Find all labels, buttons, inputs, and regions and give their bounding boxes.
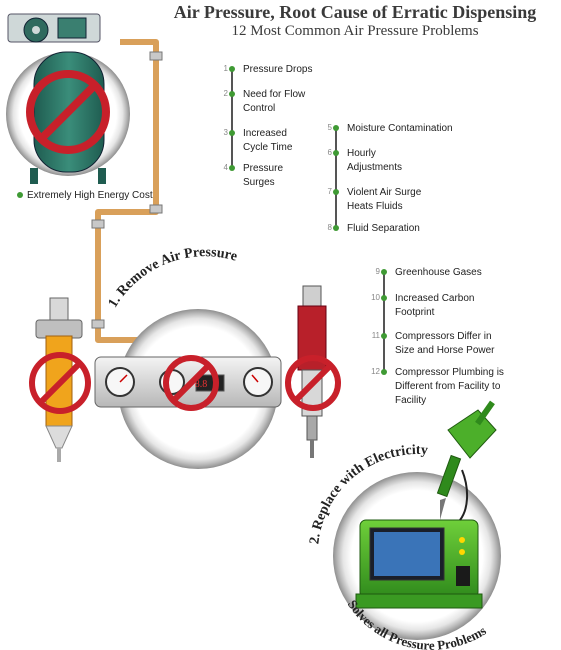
problem-text: Compressors Differ in Size and Horse Pow…: [395, 331, 495, 356]
valve-prohibition-icon: [285, 355, 341, 411]
problem-number: 2: [223, 89, 228, 98]
electric-dispenser: [355, 519, 483, 609]
energy-note-bullet: [17, 192, 23, 199]
problem-dot: [229, 66, 235, 72]
problem-dot: [229, 130, 235, 136]
problem-group-3-line: [383, 272, 385, 372]
problem-number: 8: [327, 223, 332, 232]
problem-number: 5: [327, 123, 332, 132]
problem-dot: [381, 333, 387, 339]
problem-text: Pressure Surges: [243, 163, 284, 188]
pipe-fittings: [91, 51, 163, 329]
problem-text: Compressor Plumbing is Different from Fa…: [395, 367, 504, 406]
problem-number: 7: [327, 187, 332, 196]
problem-text: Hourly Adjustments: [347, 148, 403, 173]
problem-dot: [381, 369, 387, 375]
problem-text: Increased Cycle Time: [243, 128, 293, 153]
problem-number: 10: [371, 293, 380, 302]
problem-text: Greenhouse Gases: [395, 267, 482, 278]
problem-number: 6: [327, 148, 332, 157]
syringe-prohibition-icon: [29, 352, 91, 414]
problem-text: Need for Flow Control: [243, 89, 306, 114]
problem-text: Fluid Separation: [347, 223, 420, 234]
problem-text: Pressure Drops: [243, 64, 313, 75]
problem-number: 11: [371, 331, 380, 340]
problem-group-2-line: [335, 128, 337, 230]
problem-dot: [333, 125, 339, 131]
air-pipe: [95, 39, 190, 343]
problem-dot: [333, 225, 339, 231]
problem-dot: [333, 189, 339, 195]
regulator-display: 8.8: [195, 379, 208, 390]
electric-valve: [436, 400, 497, 521]
problem-dot: [333, 150, 339, 156]
energy-note-text: Extremely High Energy Cost: [27, 190, 153, 201]
problem-text: Moisture Contamination: [347, 123, 453, 134]
regulator-prohibition-icon: [163, 355, 219, 411]
diagram-title: Air Pressure, Root Cause of Erratic Disp…: [173, 2, 537, 22]
problem-dot: [229, 91, 235, 97]
energy-cost-note: Extremely High Energy Cost: [17, 190, 153, 201]
step1-label: 1. Remove Air Pressure: [106, 245, 239, 310]
problem-dot: [229, 165, 235, 171]
problem-number: 9: [375, 267, 380, 276]
problem-number: 1: [223, 64, 228, 73]
compressor-prohibition-icon: [26, 70, 110, 154]
diagram-subtitle: 12 Most Common Air Pressure Problems: [231, 23, 479, 39]
problem-group-1-line: [231, 68, 233, 168]
problem-number: 3: [223, 128, 228, 137]
problem-dot: [381, 295, 387, 301]
problem-text: Violent Air Surge Heats Fluids: [347, 187, 422, 212]
problem-number: 4: [223, 163, 228, 172]
problem-text: Increased Carbon Footprint: [395, 293, 475, 318]
problem-dot: [381, 269, 387, 275]
problem-number: 12: [371, 367, 380, 376]
step1-label-text: 1. Remove Air Pressure: [106, 245, 239, 310]
